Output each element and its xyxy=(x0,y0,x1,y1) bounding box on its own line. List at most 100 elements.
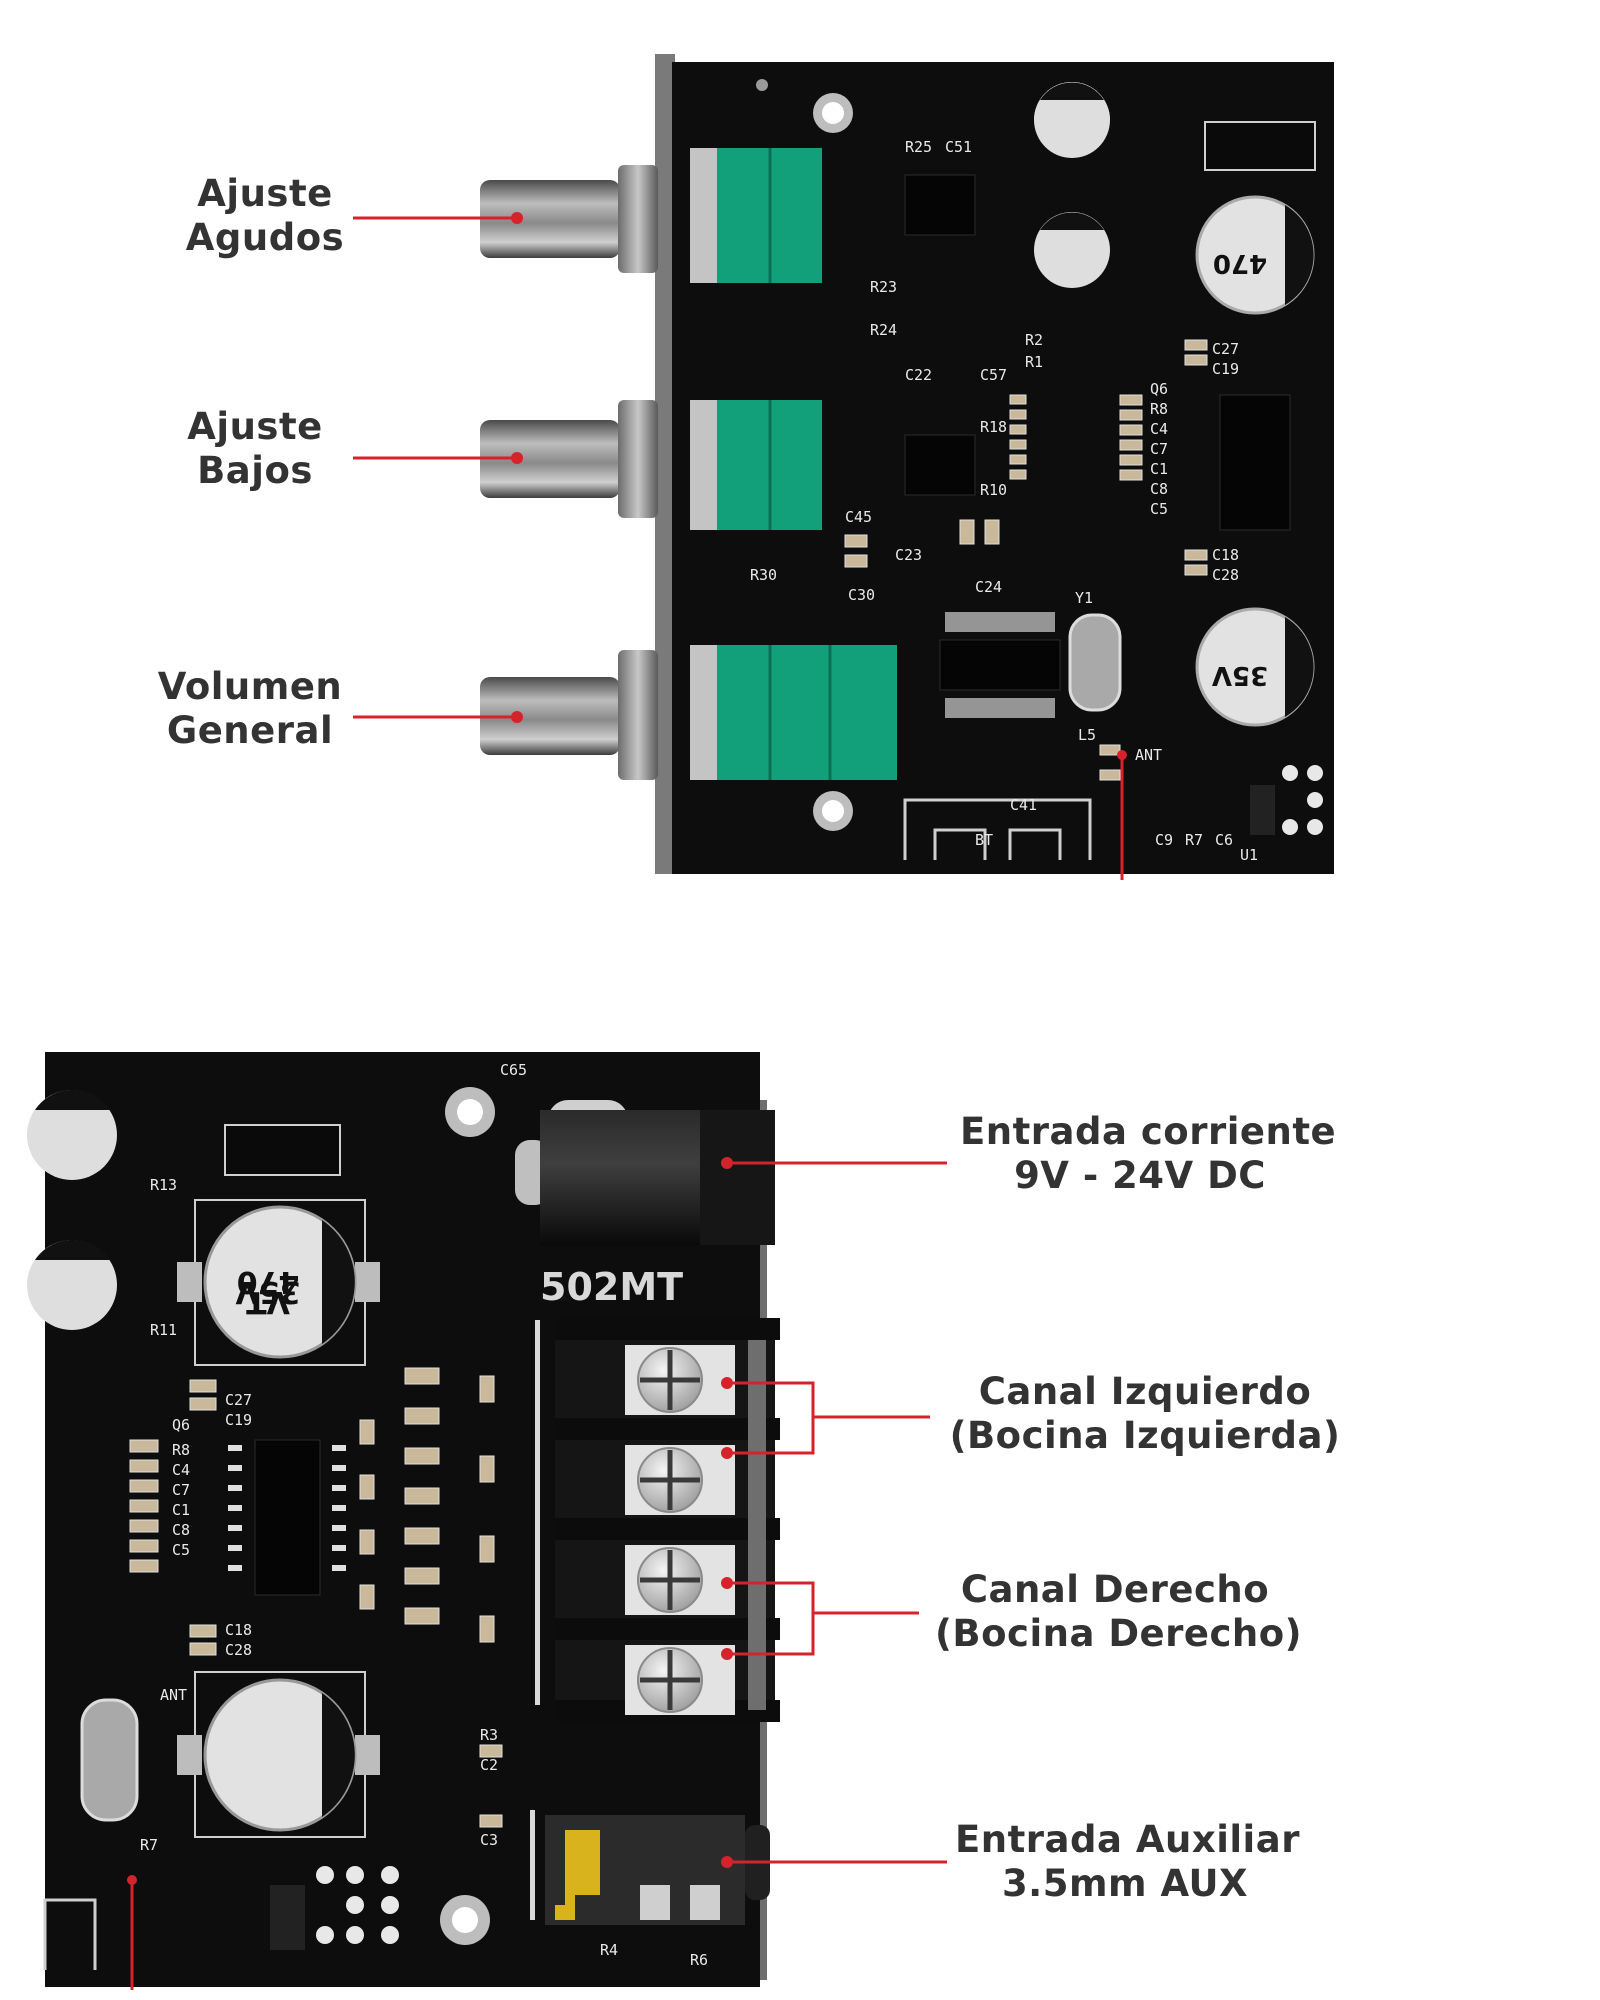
silkscreen-label: C6 xyxy=(1215,831,1233,849)
silkscreen-label: Q6 xyxy=(1150,380,1168,398)
silkscreen-label: C3 xyxy=(480,1831,498,1849)
label-line: General xyxy=(166,709,334,752)
silkscreen-label: ANT xyxy=(1135,746,1162,764)
label-line: Agudos xyxy=(185,216,345,259)
label-master-volume: Volumen General xyxy=(145,665,355,753)
silkscreen-label: C4 xyxy=(172,1461,190,1479)
silkscreen-label: R13 xyxy=(150,1176,177,1194)
top-board: 470 35V xyxy=(480,54,1334,874)
label-right-channel: Canal Derecho (Bocina Derecho) xyxy=(935,1568,1303,1656)
crystal xyxy=(1068,613,1122,712)
silkscreen-label: C7 xyxy=(172,1481,190,1499)
label-line: Volumen xyxy=(157,665,343,708)
silkscreen-label: C27 xyxy=(1212,340,1239,358)
silkscreen-label: C19 xyxy=(225,1411,252,1429)
silkscreen-label: ANT xyxy=(160,1686,187,1704)
silkscreen-label: R8 xyxy=(172,1441,190,1459)
label-line: Bajos xyxy=(197,449,313,492)
pin-header xyxy=(1282,765,1323,835)
potentiometer-bass xyxy=(690,400,822,530)
silkscreen-label: C9 xyxy=(1155,831,1173,849)
cap-marking: VT xyxy=(246,1284,290,1319)
silkscreen-label: C65 xyxy=(500,1061,527,1079)
aux-jack[interactable] xyxy=(530,1810,770,1925)
knob-volume[interactable] xyxy=(480,650,658,780)
dc-power-jack[interactable] xyxy=(515,1100,775,1245)
capacitor-small xyxy=(1034,82,1110,158)
silkscreen-label: R11 xyxy=(150,1321,177,1339)
cap-marking: 470 xyxy=(237,1264,300,1299)
ic-chip xyxy=(904,174,976,236)
silkscreen-label: R7 xyxy=(140,1836,158,1854)
silkscreen-label: C51 xyxy=(945,138,972,156)
silkscreen-label: C1 xyxy=(172,1501,190,1519)
board-model: 502MT xyxy=(540,1265,683,1309)
silkscreen-label: Y1 xyxy=(1075,589,1093,607)
label-bass-adjust: Ajuste Bajos xyxy=(160,405,350,493)
label-aux-input: Entrada Auxiliar 3.5mm AUX xyxy=(955,1818,1299,1906)
callout-dots xyxy=(127,212,1127,1885)
silkscreen-label: C57 xyxy=(980,366,1007,384)
label-line: Ajuste xyxy=(197,172,333,215)
silkscreen-label: R8 xyxy=(1150,400,1168,418)
label-left-channel: Canal Izquierdo (Bocina Izquierda) xyxy=(945,1370,1345,1458)
silkscreen-label: C19 xyxy=(1212,360,1239,378)
ic-chip xyxy=(1219,394,1291,531)
amplifier-ic xyxy=(254,1439,321,1596)
label-line: (Bocina Izquierda) xyxy=(949,1414,1341,1457)
silkscreen-label: C18 xyxy=(225,1621,252,1639)
label-power-input: Entrada corriente 9V - 24V DC xyxy=(960,1110,1337,1198)
capacitor-small xyxy=(27,1239,117,1330)
silkscreen-label: C27 xyxy=(225,1391,252,1409)
ic-chip xyxy=(904,434,976,496)
silkscreen-label: C30 xyxy=(848,586,875,604)
silkscreen-label: R2 xyxy=(1025,331,1043,349)
cap-marking: 35V xyxy=(1212,660,1268,690)
bottom-board: 502MT xyxy=(27,1052,780,1987)
silkscreen-label: C23 xyxy=(895,546,922,564)
callout-bracket-right xyxy=(727,1581,815,1656)
silkscreen-label: R25 xyxy=(905,138,932,156)
potentiometer-treble xyxy=(690,148,822,283)
silkscreen-label: U1 xyxy=(1240,846,1258,864)
label-line: (Bocina Derecho) xyxy=(935,1612,1303,1655)
knob-bass[interactable] xyxy=(480,400,658,518)
capacitor-small xyxy=(1034,212,1110,288)
diode xyxy=(1204,121,1316,171)
silkscreen-label: C45 xyxy=(845,508,872,526)
terminal-screw[interactable] xyxy=(625,1345,735,1415)
label-line: Ajuste xyxy=(187,405,323,448)
silkscreen-label: R18 xyxy=(980,418,1007,436)
silkscreen-label: R10 xyxy=(980,481,1007,499)
silkscreen-label: R24 xyxy=(870,321,897,339)
silkscreen-label: R30 xyxy=(750,566,777,584)
capacitor-small xyxy=(27,1089,117,1180)
terminal-screw[interactable] xyxy=(625,1645,735,1715)
silkscreen-label: Q6 xyxy=(172,1416,190,1434)
silkscreen-label: C24 xyxy=(975,578,1002,596)
capacitor-large: 35V xyxy=(1195,607,1315,727)
diode xyxy=(224,1124,341,1176)
pin-header xyxy=(316,1866,399,1944)
potentiometer-volume xyxy=(690,645,897,780)
silkscreen-label: C7 xyxy=(1150,440,1168,458)
label-line: Canal Izquierdo xyxy=(978,1370,1312,1413)
label-line: Entrada corriente xyxy=(960,1110,1337,1153)
silkscreen-label: C5 xyxy=(172,1541,190,1559)
terminal-screw[interactable] xyxy=(625,1545,735,1615)
silkscreen-label: R4 xyxy=(600,1941,618,1959)
capacitor-large xyxy=(177,1671,380,1838)
label-line: 9V - 24V DC xyxy=(1014,1154,1266,1197)
silkscreen-label: R6 xyxy=(690,1951,708,1969)
label-treble-adjust: Ajuste Agudos xyxy=(170,172,360,260)
silkscreen-label: R7 xyxy=(1185,831,1203,849)
label-line: Canal Derecho xyxy=(960,1568,1270,1611)
silkscreen-label: C28 xyxy=(1212,566,1239,584)
cap-marking: 35V xyxy=(235,1274,301,1309)
knob-treble[interactable] xyxy=(480,165,658,273)
antenna-trace xyxy=(903,798,1092,860)
terminal-screw[interactable] xyxy=(625,1445,735,1515)
silkscreen-label: C2 xyxy=(480,1756,498,1774)
